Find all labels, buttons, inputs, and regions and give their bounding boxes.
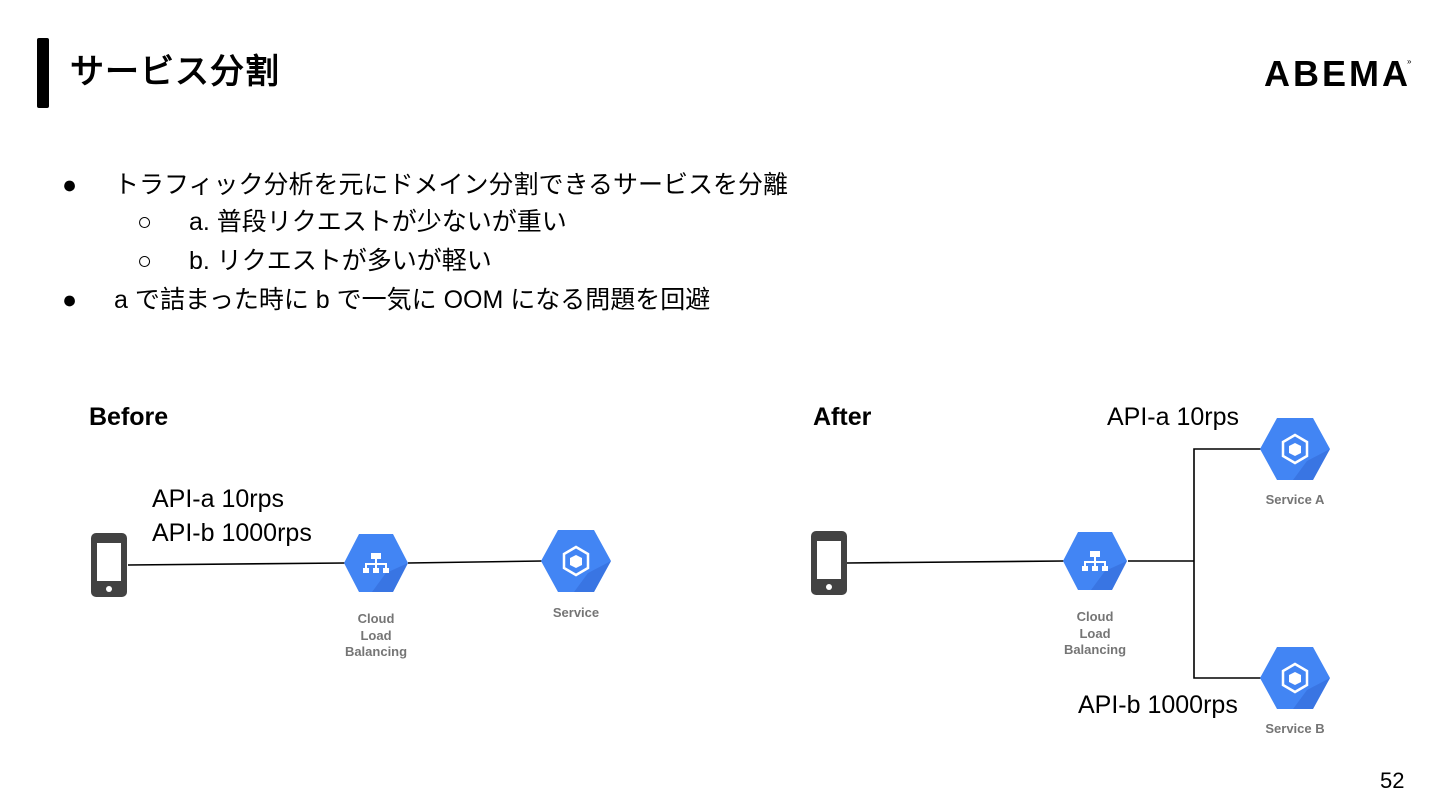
load-balancer-caption: Cloud Load Balancing (326, 611, 426, 661)
sub-bullet-marker: ○ (137, 247, 153, 275)
logo-trademark-mark: » (1407, 57, 1412, 66)
caption-line: Cloud (357, 611, 395, 626)
bullet-item: ● トラフィック分析を元にドメイン分割できるサービスを分離 (62, 170, 788, 200)
compute-service-icon (1260, 418, 1330, 480)
page-title: サービス分割 (70, 53, 280, 91)
sub-bullet-text: a. 普段リクエストが少ないが重い (189, 208, 567, 236)
compute-service-icon (1260, 647, 1330, 709)
caption-line: Balancing (344, 644, 408, 659)
caption-line: Cloud (1076, 609, 1114, 624)
api-b-rate-label: API-b 1000rps (1078, 691, 1238, 719)
cloud-load-balancing-icon (1063, 532, 1127, 590)
compute-service-icon (541, 530, 611, 592)
before-heading: Before (89, 403, 169, 431)
load-balancer-caption: Cloud Load Balancing (1045, 609, 1145, 659)
branch-connector (1193, 448, 1262, 679)
caption-line: Balancing (1063, 642, 1127, 657)
smartphone-icon (811, 531, 847, 595)
api-b-rate-label: API-b 1000rps (152, 519, 312, 547)
connector-line (407, 560, 543, 564)
sub-bullet-marker: ○ (137, 208, 153, 236)
bullet-text: トラフィック分析を元にドメイン分割できるサービスを分離 (114, 171, 789, 199)
caption-line: Load (360, 627, 392, 643)
caption-line: Load (1079, 625, 1111, 641)
service-b-caption: Service B (1265, 721, 1325, 736)
abema-logo: ABEMA (1264, 53, 1411, 94)
service-a-caption: Service A (1265, 492, 1325, 507)
title-accent-bar (37, 38, 49, 108)
api-a-rate-label: API-a 10rps (1107, 403, 1240, 431)
bullet-marker: ● (62, 286, 78, 314)
page-number: 52 (1380, 768, 1405, 793)
bullet-text: a で詰まった時に b で一気に OOM になる問題を回避 (114, 286, 711, 314)
bullet-marker: ● (62, 171, 78, 199)
sub-bullet-text: b. リクエストが多いが軽い (189, 247, 492, 275)
bullet-item: ● a で詰まった時に b で一気に OOM になる問題を回避 (62, 285, 710, 315)
cloud-load-balancing-icon (344, 534, 408, 592)
after-heading: After (813, 403, 872, 431)
sub-bullet-item: ○ a. 普段リクエストが少ないが重い (137, 207, 567, 237)
api-a-rate-label: API-a 10rps (152, 485, 285, 513)
service-caption: Service (552, 605, 600, 620)
sub-bullet-item: ○ b. リクエストが多いが軽い (137, 246, 492, 276)
connector-line (127, 562, 346, 566)
smartphone-icon (91, 533, 127, 597)
connector-line (846, 560, 1065, 564)
